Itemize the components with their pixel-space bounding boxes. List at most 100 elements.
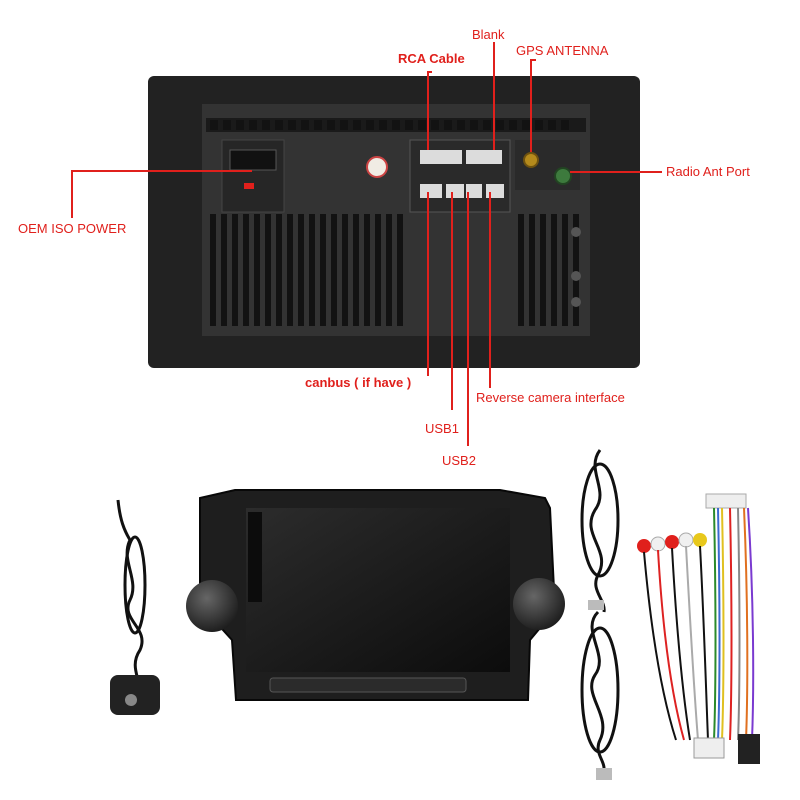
heat-sink-fin bbox=[320, 214, 326, 326]
heat-sink-fin bbox=[298, 214, 304, 326]
top-vent-slot bbox=[288, 120, 296, 130]
ground-screw bbox=[571, 227, 581, 237]
gps-antenna-module-icon bbox=[110, 675, 160, 715]
top-vent-slot bbox=[301, 120, 309, 130]
label-canbus: canbus ( if have ) bbox=[305, 375, 412, 390]
heat-sink-fin bbox=[331, 214, 337, 326]
top-vent-slot bbox=[249, 120, 257, 130]
heat-sink-fin bbox=[287, 214, 293, 326]
heat-sink-fin bbox=[397, 214, 403, 326]
label-reverse-camera: Reverse camera interface bbox=[476, 390, 625, 405]
rca-plug-icon bbox=[650, 536, 666, 552]
iso-fuse bbox=[244, 183, 254, 189]
callout-oem bbox=[71, 170, 252, 218]
top-vent-slot bbox=[509, 120, 517, 130]
head-unit-back bbox=[148, 76, 640, 368]
usb-plug-icon bbox=[596, 768, 612, 780]
heat-sink-fins bbox=[210, 120, 579, 326]
label-blank: Blank bbox=[472, 27, 505, 42]
usb-plug-icon bbox=[588, 600, 604, 610]
vent-slot bbox=[269, 677, 467, 693]
heat-sink-fin bbox=[529, 214, 535, 326]
label-oem-iso-power: OEM ISO POWER bbox=[18, 221, 127, 236]
top-vent-slot bbox=[418, 120, 426, 130]
top-vent-slot bbox=[314, 120, 322, 130]
rca-plug-icon bbox=[665, 535, 679, 549]
label-gps-antenna: GPS ANTENNA bbox=[516, 43, 609, 58]
gps-cable-coil bbox=[123, 535, 147, 635]
knob-left bbox=[186, 580, 238, 632]
top-vent-slot bbox=[470, 120, 478, 130]
gps-antenna-jack bbox=[523, 152, 539, 168]
camera-socket bbox=[486, 184, 504, 198]
radio-antenna-jack bbox=[554, 167, 572, 185]
top-vent-slot bbox=[392, 120, 400, 130]
top-vent-slot bbox=[496, 120, 504, 130]
top-vent-slot bbox=[483, 120, 491, 130]
heat-sink-fin bbox=[254, 214, 260, 326]
heat-sink-fin bbox=[353, 214, 359, 326]
heat-sink-fin bbox=[276, 214, 282, 326]
top-vent-slot bbox=[522, 120, 530, 130]
top-vent-slot bbox=[561, 120, 569, 130]
ground-screw bbox=[571, 271, 581, 281]
antenna-block bbox=[515, 140, 580, 190]
harness-oem-plug bbox=[738, 734, 760, 764]
heat-sink-fin bbox=[243, 214, 249, 326]
label-radio-ant-port: Radio Ant Port bbox=[666, 164, 750, 179]
harness-wires bbox=[643, 507, 755, 741]
heat-sink-fin bbox=[375, 214, 381, 326]
top-vent-slot bbox=[457, 120, 465, 130]
callout-gps bbox=[530, 59, 536, 152]
top-vent-slot bbox=[275, 120, 283, 130]
label-usb2: USB2 bbox=[442, 453, 476, 468]
heat-sink-fin bbox=[573, 214, 579, 326]
blank-socket bbox=[466, 150, 502, 164]
top-vent-slot bbox=[340, 120, 348, 130]
heat-sink-fin bbox=[518, 214, 524, 326]
top-vent-slot bbox=[535, 120, 543, 130]
heat-sink-fin bbox=[562, 214, 568, 326]
top-vent-slot bbox=[210, 120, 218, 130]
rca-plugs bbox=[637, 532, 707, 553]
top-vent-slot bbox=[431, 120, 439, 130]
heat-sink-fin bbox=[386, 214, 392, 326]
top-vent-slot bbox=[353, 120, 361, 130]
rca-socket bbox=[420, 150, 462, 164]
heat-sink-fin bbox=[551, 214, 557, 326]
usb-cables bbox=[580, 449, 620, 769]
harness-iso-plug bbox=[693, 737, 725, 759]
ground-screw bbox=[571, 297, 581, 307]
warranty-sticker bbox=[366, 156, 388, 178]
rca-plug-icon bbox=[693, 533, 707, 547]
iso-connector-socket bbox=[229, 149, 277, 171]
top-vent-slot bbox=[366, 120, 374, 130]
heat-sink-fin bbox=[540, 214, 546, 326]
gps-logo bbox=[125, 694, 137, 706]
screen-side-bar bbox=[248, 512, 262, 602]
usb1-socket bbox=[446, 184, 464, 198]
top-vent-slot bbox=[236, 120, 244, 130]
usb-cable-top bbox=[589, 449, 606, 613]
head-unit-screen bbox=[246, 508, 510, 672]
heat-sink-fin bbox=[232, 214, 238, 326]
callout-lines bbox=[71, 42, 662, 446]
callout-rca bbox=[427, 71, 432, 150]
heat-sink-fin bbox=[265, 214, 271, 326]
head-unit-front bbox=[186, 489, 565, 701]
canbus-socket bbox=[420, 184, 442, 198]
wire-harness bbox=[637, 493, 760, 764]
heat-sink-fin bbox=[309, 214, 315, 326]
usb-cable-bottom bbox=[590, 610, 606, 769]
top-vent-slot bbox=[327, 120, 335, 130]
usb2-socket bbox=[466, 184, 482, 198]
top-vent-slot bbox=[262, 120, 270, 130]
label-usb1: USB1 bbox=[425, 421, 459, 436]
top-vent-slot bbox=[223, 120, 231, 130]
gps-antenna-accessory bbox=[110, 499, 160, 715]
heat-sink-fin bbox=[364, 214, 370, 326]
usb-cable-top-coil bbox=[580, 462, 620, 578]
top-vent-slot bbox=[444, 120, 452, 130]
gps-cable bbox=[116, 499, 144, 681]
